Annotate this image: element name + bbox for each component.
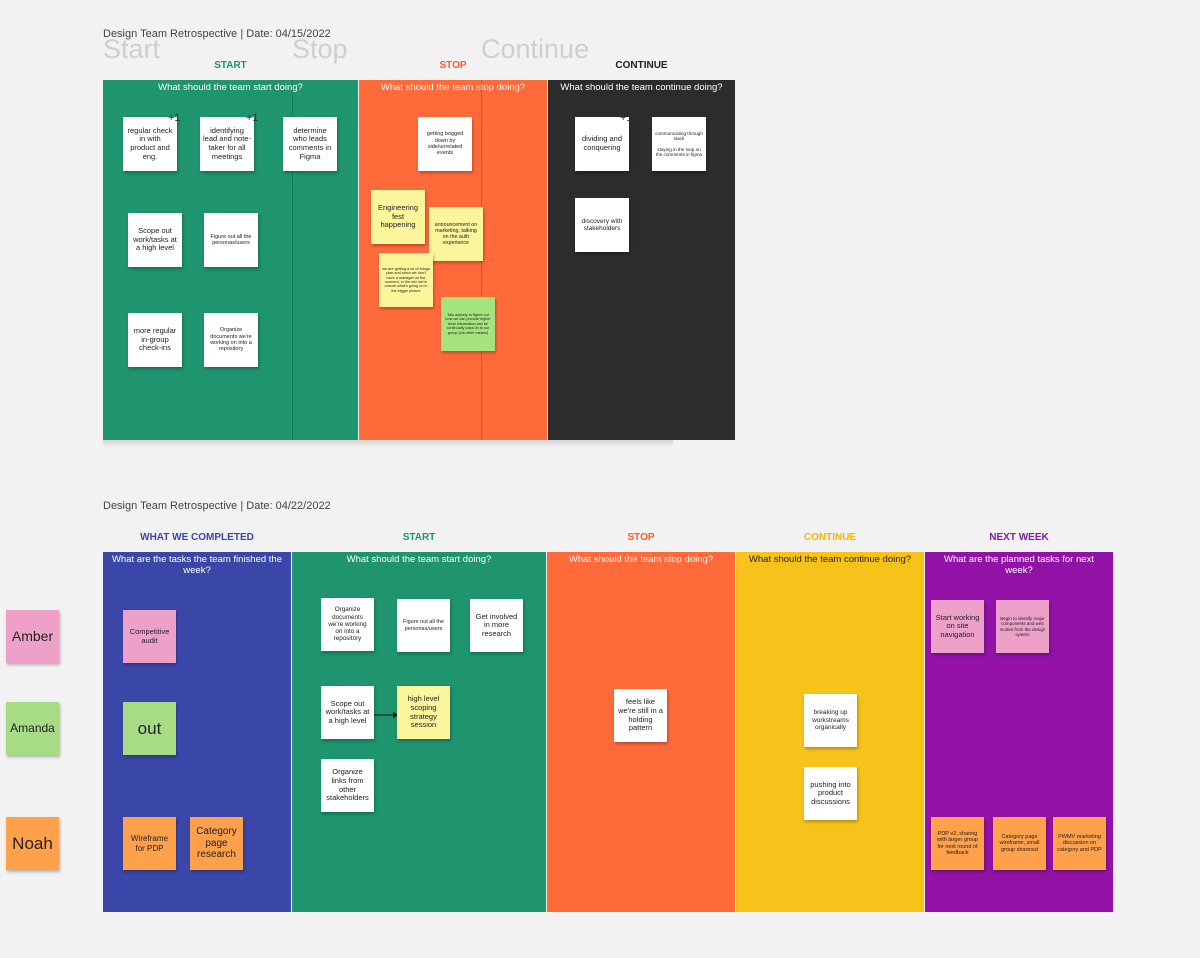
board2-completed-note[interactable]: out — [123, 702, 176, 755]
board2-continue-note[interactable]: breaking up workstreams organically — [804, 694, 857, 747]
board2-question-continue: What should the team continue doing? — [748, 554, 912, 565]
board2-next-week-note[interactable]: Start working on site navigation — [931, 600, 984, 653]
board1-stop-note[interactable]: getting bogged down by side/unrelated ev… — [418, 117, 472, 171]
board2-continue-note[interactable]: pushing into product discussions — [804, 767, 857, 820]
board2-header-continue: CONTINUE — [803, 532, 857, 543]
board1-continue-note[interactable]: communicating through slack staying in t… — [652, 117, 706, 171]
board2-header-completed: WHAT WE COMPLETED — [140, 532, 254, 543]
vote-count: +1 — [168, 112, 181, 124]
board2-next-week-note[interactable]: Category page wireframe, small group sha… — [993, 817, 1046, 870]
board1-start-note[interactable]: determine who leads comments in Figma — [283, 117, 337, 171]
board1-continue-note[interactable]: dividing and conquering — [575, 117, 629, 171]
board2-question-start: What should the team start doing? — [346, 554, 492, 565]
board2-next-week-note[interactable]: Begin to identify major components and w… — [996, 600, 1049, 653]
board1-header-stop: STOP — [439, 60, 467, 71]
board2-next-week-note[interactable]: PWMV marketing discussion on category an… — [1053, 817, 1106, 870]
board1-stop-note[interactable]: Engineering fest happening — [371, 190, 425, 244]
board2-start-note[interactable]: Figure out all the personas/users — [397, 599, 450, 652]
person-label-amber[interactable]: Amber — [6, 610, 59, 663]
board2-header-next-week: NEXT WEEK — [989, 532, 1049, 543]
board1-header-start: START — [214, 60, 247, 71]
board2-start-note[interactable]: Get involved in more research — [470, 599, 523, 652]
board1-shadow — [103, 440, 673, 448]
vote-count: +1 — [620, 112, 633, 124]
arrow-right-icon — [374, 711, 398, 719]
board2-header-start: START — [402, 532, 436, 543]
board1-question-start: What should the team start doing? — [158, 82, 303, 93]
board1-question-stop: What should the team stop doing? — [380, 82, 526, 93]
board2-start-note[interactable]: Organize links from other stakeholders — [321, 759, 374, 812]
board1-start-note[interactable]: more regular in-group check-ins — [128, 313, 182, 367]
board2-next-week-note[interactable]: PDP v2, sharing with larger group for ne… — [931, 817, 984, 870]
board2-question-next-week: What are the planned tasks for next week… — [944, 554, 1094, 576]
board1-stop-note[interactable]: announcement on marketing, talking on th… — [429, 207, 483, 261]
board2-title: Design Team Retrospective | Date: 04/22/… — [103, 500, 331, 512]
board2-start-note[interactable]: Organize documents we're working on into… — [321, 598, 374, 651]
board2-completed-note[interactable]: Category page research — [190, 817, 243, 870]
board1-title: Design Team Retrospective | Date: 04/15/… — [103, 28, 331, 40]
board2-header-stop: STOP — [627, 532, 655, 543]
board1-frame-divider — [292, 80, 293, 440]
vote-count: +1 — [246, 112, 259, 124]
board2-completed-note[interactable]: Wireframe for PDP — [123, 817, 176, 870]
board1-header-continue: CONTINUE — [615, 60, 668, 71]
board2-completed-note[interactable]: Competitive audit — [123, 610, 176, 663]
board1-start-note[interactable]: Scope out work/tasks at a high level — [128, 213, 182, 267]
board1-start-note[interactable]: Organize documents we're working on into… — [204, 313, 258, 367]
board1-question-continue: What should the team continue doing? — [560, 82, 723, 93]
board2-question-stop: What should the team stop doing? — [568, 554, 714, 565]
board1-start-note[interactable]: Figure out all the personas/users — [204, 213, 258, 267]
board2-stop-note[interactable]: feels like we're still in a holding patt… — [614, 689, 667, 742]
board1-start-note[interactable]: identifying lead and note-taker for all … — [200, 117, 254, 171]
ghost-label-stop: Stop — [292, 34, 348, 64]
person-label-amanda[interactable]: Amanda — [6, 702, 59, 755]
board1-stop-note[interactable]: we are getting a lot of things plan and … — [379, 253, 433, 307]
ghost-label-continue: Continue — [481, 34, 590, 64]
person-label-noah[interactable]: Noah — [6, 817, 59, 870]
board2-question-completed: What are the tasks the team finished the… — [111, 554, 283, 576]
board1-start-note[interactable]: regular check in with product and eng. — [123, 117, 177, 171]
board2-start-note[interactable]: high level scoping strategy session — [397, 686, 450, 739]
ghost-label-start: Start — [103, 34, 161, 64]
board1-stop-note[interactable]: Talk actively to figure out how we can p… — [441, 297, 495, 351]
board2-start-note[interactable]: Scope out work/tasks at a high level — [321, 686, 374, 739]
board1-continue-note[interactable]: discovery with stakeholders — [575, 198, 629, 252]
